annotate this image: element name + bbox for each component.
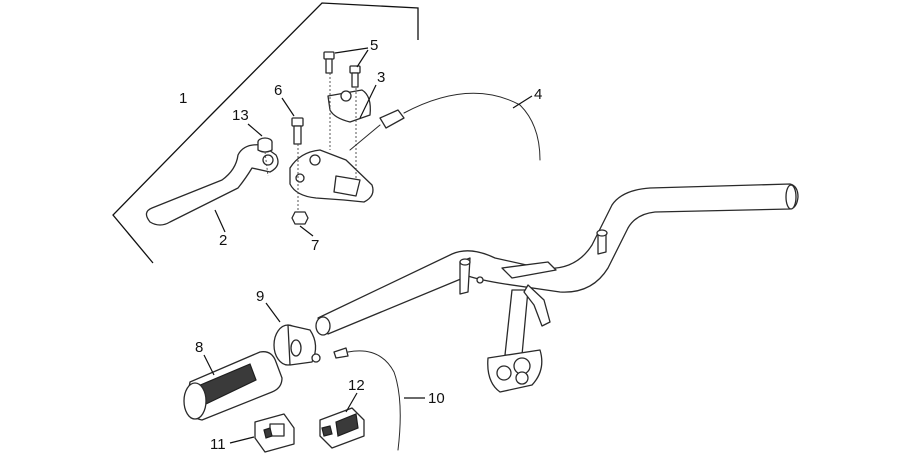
clamp-screws (323, 51, 361, 88)
pivot-bolt (291, 117, 304, 145)
brake-lever (145, 144, 279, 226)
callout-7: 7 (311, 237, 319, 254)
lever-housing (289, 149, 374, 203)
pivot-collar (257, 137, 273, 153)
callout-13: 13 (232, 107, 249, 124)
clamp-half (327, 89, 371, 123)
leader-lines (203, 47, 533, 444)
switch-right (319, 407, 365, 449)
callout-3: 3 (377, 69, 385, 86)
callout-2: 2 (219, 232, 227, 249)
callout-4: 4 (534, 86, 542, 103)
callout-5: 5 (370, 37, 378, 54)
callout-8: 8 (195, 339, 203, 356)
callout-1: 1 (179, 90, 187, 107)
hand-grip (183, 351, 283, 421)
pivot-nut (291, 211, 309, 225)
callout-12: 12 (348, 377, 365, 394)
callout-10: 10 (428, 390, 445, 407)
throttle-cable (333, 347, 401, 451)
callout-9: 9 (256, 288, 264, 305)
upper-cable (349, 92, 541, 161)
throttle-tube (273, 324, 321, 366)
handlebar (315, 183, 799, 393)
switch-left (254, 413, 295, 453)
assembly-bracket (112, 2, 419, 264)
callout-11: 11 (210, 436, 226, 453)
callout-6: 6 (274, 82, 282, 99)
